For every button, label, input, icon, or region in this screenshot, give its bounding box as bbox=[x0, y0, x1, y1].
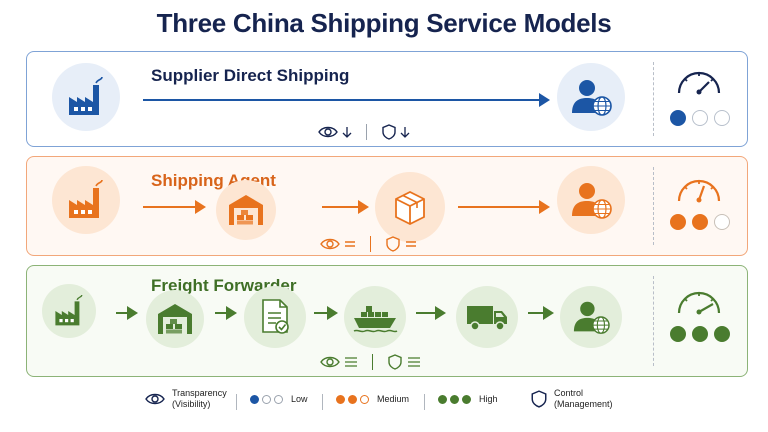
warehouse-icon bbox=[146, 290, 204, 348]
arrow-down-icon bbox=[400, 127, 410, 138]
page-title: Three China Shipping Service Models bbox=[156, 8, 612, 38]
lines-icon bbox=[345, 357, 357, 367]
legend: Transparency(Visibility) Low Medium High… bbox=[0, 388, 768, 416]
factory-icon bbox=[52, 166, 120, 234]
shield-icon bbox=[388, 354, 402, 370]
lines-icon bbox=[408, 357, 420, 367]
delivery-truck-icon bbox=[456, 286, 518, 348]
customer-globe-icon bbox=[560, 286, 622, 348]
equal-icon bbox=[345, 241, 355, 247]
panel-divider bbox=[653, 62, 654, 136]
panel-divider bbox=[653, 276, 654, 366]
legend-high: High bbox=[438, 394, 498, 404]
warehouse-icon bbox=[216, 180, 276, 240]
equal-icon bbox=[406, 241, 416, 247]
gauge-icon bbox=[677, 179, 721, 203]
panel-divider bbox=[653, 167, 654, 245]
legend-control: Control(Management) bbox=[530, 388, 613, 410]
legend-sublabel: (Visibility) bbox=[172, 399, 211, 409]
package-box-icon bbox=[375, 172, 445, 242]
document-check-icon bbox=[244, 286, 306, 348]
transparency-control-indicator bbox=[318, 124, 410, 140]
gauge-icon bbox=[677, 71, 721, 95]
legend-label: Transparency bbox=[172, 388, 227, 398]
eye-icon bbox=[318, 126, 338, 138]
eye-icon bbox=[145, 393, 165, 405]
gauge-icon bbox=[677, 291, 721, 315]
legend-medium: Medium bbox=[336, 394, 409, 404]
legend-label: Control bbox=[554, 388, 584, 398]
customer-globe-icon bbox=[557, 166, 625, 234]
legend-sublabel: (Management) bbox=[554, 399, 613, 409]
shield-icon bbox=[531, 390, 547, 408]
factory-icon bbox=[52, 63, 120, 131]
level-dots bbox=[670, 110, 730, 126]
model-title: Supplier Direct Shipping bbox=[151, 66, 350, 85]
level-dots bbox=[670, 214, 730, 230]
eye-icon bbox=[320, 238, 340, 250]
legend-transparency: Transparency(Visibility) bbox=[144, 388, 227, 410]
eye-icon bbox=[320, 356, 340, 368]
transparency-control-indicator bbox=[320, 354, 421, 370]
transparency-control-indicator bbox=[320, 236, 417, 252]
shield-icon bbox=[386, 236, 400, 252]
arrow-down-icon bbox=[342, 127, 352, 138]
factory-icon bbox=[42, 284, 96, 338]
level-dots bbox=[670, 326, 730, 342]
shield-icon bbox=[382, 124, 396, 140]
legend-low: Low bbox=[250, 394, 308, 404]
cargo-ship-icon bbox=[344, 286, 406, 348]
customer-globe-icon bbox=[557, 63, 625, 131]
